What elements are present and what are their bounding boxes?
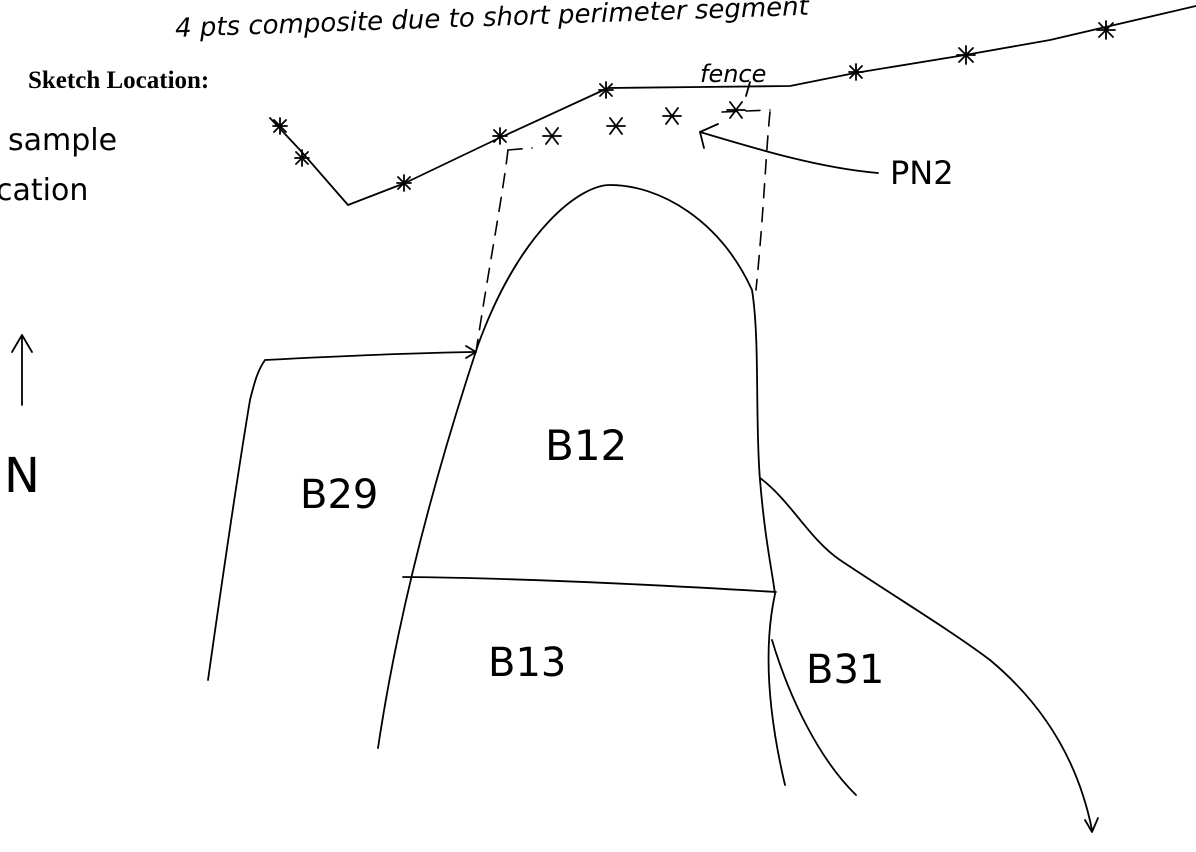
sketch-location-heading: Sketch Location: [28, 67, 209, 94]
fence-marker [272, 117, 288, 135]
sample-point [726, 101, 746, 119]
legend-line-1: sample [8, 123, 117, 158]
fence-marker [1096, 20, 1116, 40]
b13-b31-boundary [771, 639, 857, 796]
fence-marker [396, 174, 412, 192]
fence-marker [848, 63, 864, 81]
sample-point [542, 127, 562, 145]
sample-point [606, 117, 626, 135]
area-label-b29: B29 [300, 472, 378, 518]
area-b31-outline [759, 477, 1093, 831]
area-b12-outline [377, 184, 786, 786]
fence-label: fence [700, 60, 766, 88]
pn2-arrowhead [699, 123, 719, 149]
sample-points [542, 101, 746, 145]
area-b29-outline [207, 351, 477, 681]
fence-marker [492, 127, 508, 145]
fence-marker [294, 149, 310, 167]
fence-marker [956, 45, 976, 65]
area-label-b31: B31 [806, 647, 884, 693]
legend-line-2: cation [0, 173, 88, 208]
composite-note: 4 pts composite due to short perimeter s… [175, 0, 811, 44]
fence-markers [272, 20, 1116, 192]
north-arrow-icon [11, 334, 33, 406]
projection-right [755, 111, 771, 291]
sample-dash [721, 109, 771, 113]
b29-arrow-tip [465, 345, 477, 359]
area-label-b12: B12 [545, 421, 627, 470]
fence-marker [598, 81, 614, 99]
b31-arrow-tip [1084, 817, 1099, 833]
sample-dash [507, 147, 533, 151]
area-label-b13: B13 [488, 640, 566, 686]
pn2-arrow [699, 131, 879, 174]
pn2-label: PN2 [890, 154, 954, 192]
north-label: N [4, 448, 40, 504]
area-b13-divider [402, 576, 777, 593]
sample-point [662, 107, 682, 125]
fence-line [269, 5, 1196, 206]
projection-left [475, 149, 509, 353]
fence-label-tick [745, 81, 751, 97]
